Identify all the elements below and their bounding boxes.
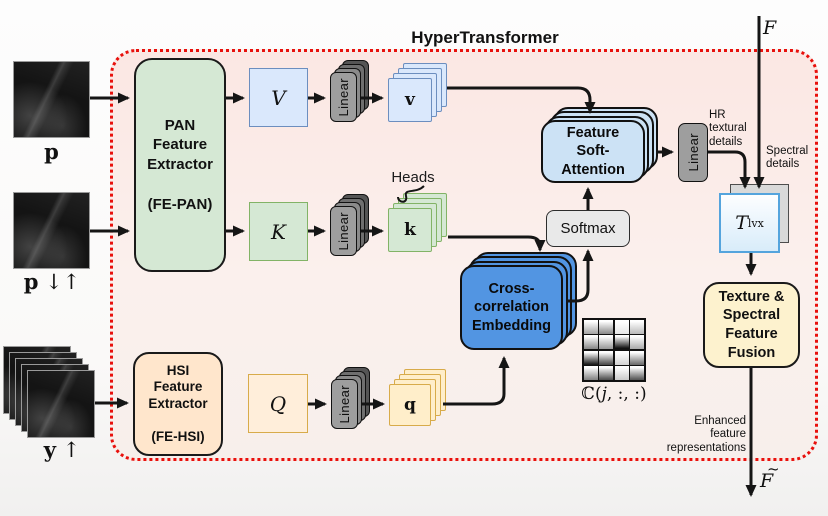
correlation-grid-cell	[584, 366, 598, 380]
correlation-grid-cell	[599, 335, 614, 350]
pan-label-letter: p	[44, 139, 59, 164]
hsi-input-label: y ↑	[20, 437, 104, 462]
linear-v-block: Linear	[330, 72, 357, 122]
corr-j: j	[601, 384, 607, 404]
corr-open: ℂ(	[581, 384, 602, 404]
hsi-label-letter: y	[43, 437, 56, 462]
linear-q-block: Linear	[331, 379, 358, 429]
correlation-grid-cell	[599, 320, 614, 334]
pan-input-label: p	[13, 139, 90, 164]
figure-title: HyperTransformer	[411, 28, 559, 47]
k-multihead-stack: k	[388, 208, 432, 252]
q-multihead-stack: q	[389, 384, 431, 426]
linear-attention-label: Linear	[685, 133, 701, 172]
transfer-superscript: lvx	[747, 216, 764, 230]
f-output-letter: F	[760, 470, 774, 492]
pan-feature-extractor-block: PAN Feature Extractor (FE-PAN)	[134, 58, 226, 272]
hsi-input-image	[27, 370, 95, 438]
f-output-tilde: ~	[767, 460, 780, 478]
correlation-grid-cell	[614, 366, 629, 380]
query-projection-box: Q	[248, 374, 308, 433]
heads-label: Heads	[391, 169, 435, 186]
hsi-feature-extractor-block: HSI Feature Extractor (FE-HSI)	[133, 352, 223, 456]
feature-soft-attention-block: Feature Soft- Attention	[541, 120, 645, 183]
cross-correlation-embedding-block: Cross- correlation Embedding	[460, 265, 563, 350]
correlation-grid-cell	[599, 350, 614, 365]
correlation-grid-cell	[630, 350, 644, 365]
correlation-grid	[582, 318, 646, 382]
enhanced-features-label: Enhanced feature representations	[666, 415, 746, 454]
texture-spectral-fusion-block: Texture & Spectral Feature Fusion	[703, 282, 800, 368]
linear-k-block: Linear	[330, 206, 357, 256]
linear-q-label: Linear	[337, 384, 352, 424]
f-output-label: ~F	[760, 460, 780, 492]
transfer-letter: T	[735, 212, 748, 234]
softmax-block: Softmax	[546, 210, 630, 247]
hsi-label-arrow: ↑	[55, 438, 81, 462]
correlation-grid-cell	[614, 350, 629, 365]
corr-close: , :, :)	[606, 384, 647, 404]
f-input-label: F	[763, 17, 777, 39]
correlation-grid-cell	[630, 335, 644, 350]
pan-lr-input-label: p ↓↑	[6, 269, 98, 294]
linear-k-label: Linear	[336, 211, 351, 251]
k-letter: k	[404, 220, 416, 240]
correlation-grid-cell	[584, 350, 598, 365]
correlation-grid-cell	[614, 335, 629, 350]
correlation-map-label: ℂ(j, :, :)	[568, 384, 660, 404]
linear-attention-block: Linear	[678, 123, 708, 182]
hr-textural-details-label: HR textural details	[709, 109, 747, 148]
correlation-grid-cell	[584, 335, 598, 350]
key-projection-box: K	[249, 202, 308, 261]
q-letter: q	[404, 395, 416, 415]
correlation-grid-cell	[614, 320, 629, 334]
linear-v-label: Linear	[336, 77, 351, 117]
pan-lr-label-letter: p	[23, 269, 39, 294]
pan-input-image	[13, 61, 90, 138]
pan-lr-label-arrows: ↓↑	[38, 270, 81, 294]
v-letter: v	[405, 90, 415, 110]
correlation-grid-cell	[599, 366, 614, 380]
correlation-grid-cell	[630, 320, 644, 334]
correlation-grid-cell	[630, 366, 644, 380]
spectral-details-label: Spectral details	[766, 145, 809, 171]
correlation-grid-cell	[584, 320, 598, 334]
value-projection-box: V	[249, 68, 308, 127]
pan-lr-input-image	[13, 192, 90, 269]
v-multihead-stack: v	[388, 78, 432, 122]
